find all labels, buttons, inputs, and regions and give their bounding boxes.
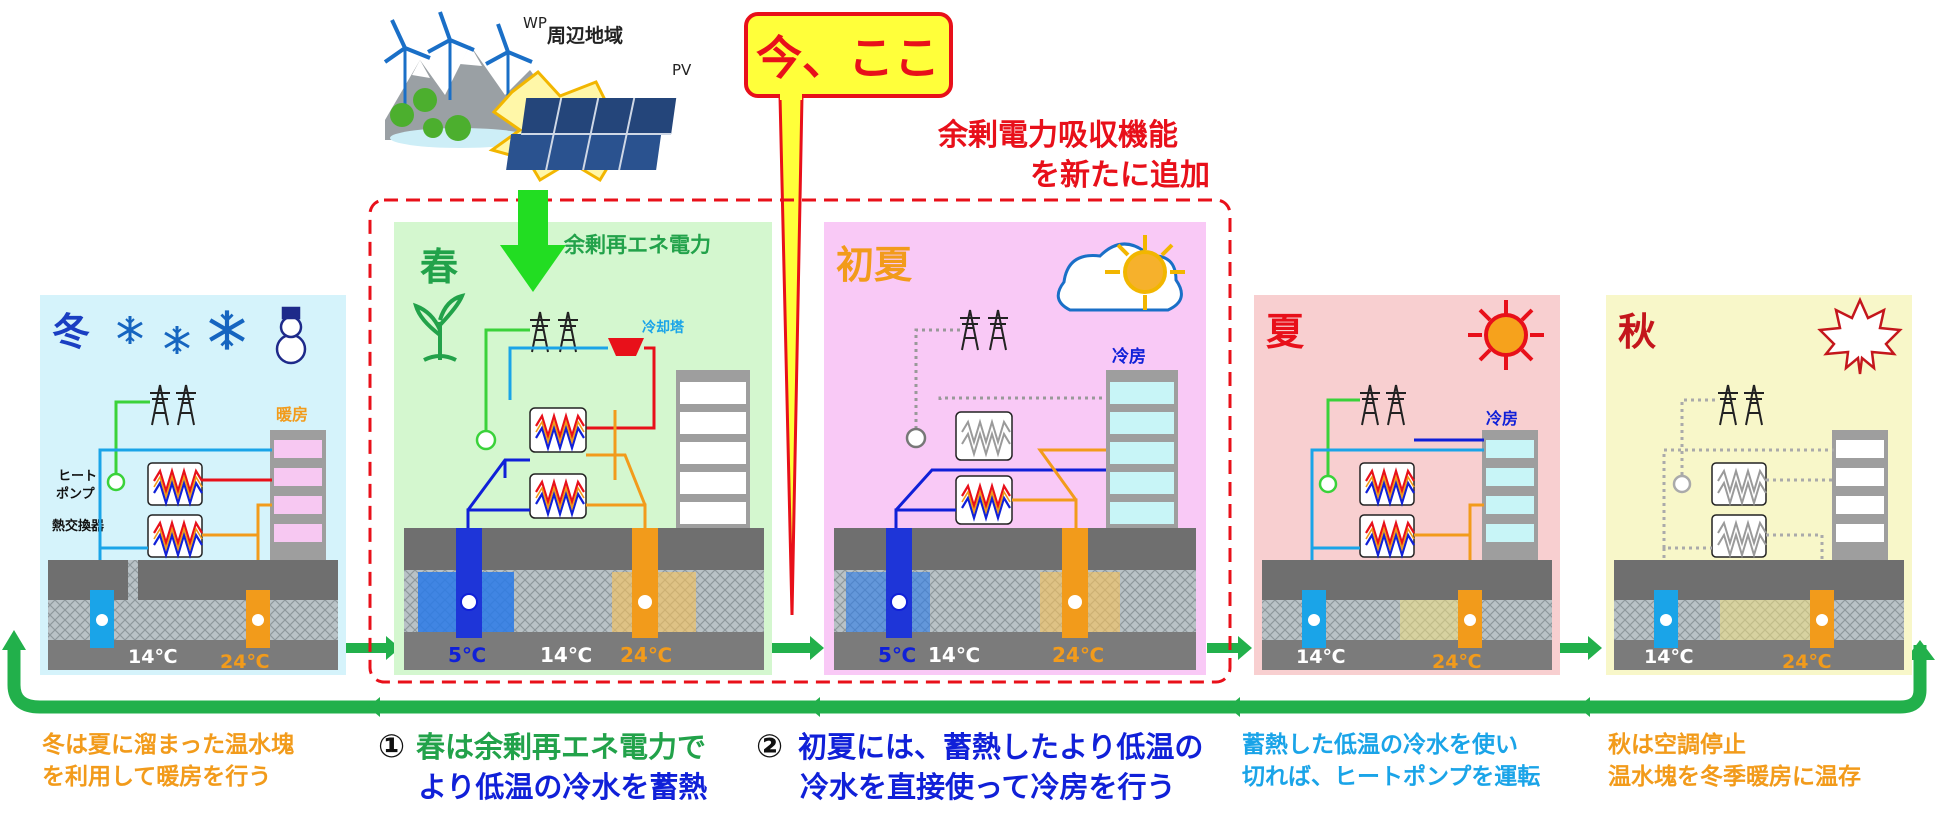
caption-autumn-1: 秋は空調停止 <box>1608 731 1746 758</box>
surplus-arrow <box>500 190 566 292</box>
pump-m-icon <box>106 472 126 492</box>
temp-cold-autumn: 14℃ <box>1644 646 1693 668</box>
temp-warm-winter: 24℃ <box>220 651 269 673</box>
temp-cold-spring: 14℃ <box>540 643 592 667</box>
caption-spring-1: 春は余剰再エネ電力で <box>416 730 706 764</box>
temp-warm-early-summer: 24℃ <box>1052 643 1104 667</box>
temp-warm-autumn: 24℃ <box>1782 651 1831 673</box>
sun-icon <box>1105 235 1185 310</box>
tree-icon <box>390 88 471 141</box>
new-feature-note: 余剰電力吸収機能 を新たに追加 <box>937 118 1210 193</box>
panel-title-summer: 夏 <box>1266 310 1305 354</box>
mode-label-early-summer: 冷房 <box>1112 346 1146 367</box>
pv-label: PV <box>672 61 692 79</box>
caption-summer-2: 切れば、ヒートポンプを運転 <box>1242 763 1540 790</box>
panel-title-winter: 冬 <box>52 310 90 354</box>
snowman-icon <box>275 306 307 365</box>
caption-spring-2: より低温の冷水を蓄熱 <box>418 770 707 804</box>
new-feature-line1: 余剰電力吸収機能 <box>937 118 1178 153</box>
building-summer <box>1482 430 1538 560</box>
panel-title-autumn: 秋 <box>1618 310 1656 354</box>
pump-m-icon <box>1318 474 1338 494</box>
forward-arrows <box>345 636 1602 660</box>
building-autumn <box>1832 430 1888 560</box>
panel-title-spring: 春 <box>420 245 458 289</box>
mode-label-winter: 暖房 <box>276 405 308 424</box>
solar-panel-icon <box>488 69 677 183</box>
heat-exchanger-label: 熱交換器 <box>52 518 105 534</box>
sun-icon <box>1468 300 1544 370</box>
temp-cold-winter: 14℃ <box>128 646 177 668</box>
mode-label-summer: 冷房 <box>1486 409 1518 428</box>
panel-winter: 冬 ヒート ポンプ 熱交換器 暖房 <box>40 295 346 675</box>
heat-pump-label-2: ポンプ <box>56 486 96 502</box>
wp-label: WP <box>523 14 547 32</box>
caption-winter-2: を利用して暖房を行う <box>42 763 271 790</box>
panel-autumn: 秋 14℃ 24℃ <box>1606 295 1912 675</box>
caption-summer-1: 蓄熱した低温の冷水を使い <box>1242 731 1518 758</box>
cooling-tower-label: 冷却塔 <box>642 319 685 336</box>
caption-early-summer-2: 冷水を直接使って冷房を行う <box>800 770 1176 804</box>
building-spring <box>676 370 750 530</box>
temp-cold-summer: 14℃ <box>1296 646 1345 668</box>
callout-label: 今、ここ <box>756 31 940 85</box>
panel-summer: 夏 冷房 <box>1254 295 1560 675</box>
pump-m-icon <box>475 429 497 451</box>
panel-title-early-summer: 初夏 <box>836 243 913 287</box>
cycle-loop <box>2 630 1935 717</box>
maple-leaf-icon <box>1817 296 1903 375</box>
sprout-icon <box>412 293 466 362</box>
new-feature-line2: を新たに追加 <box>1030 158 1210 193</box>
building-early-summer <box>1106 370 1178 530</box>
temp-coldest-spring: 5℃ <box>448 643 486 667</box>
new-feature-dashed-box <box>368 198 1232 684</box>
pump-m-icon <box>905 427 927 449</box>
caption-early-summer-number: ② <box>756 727 783 765</box>
cooling-tower-icon <box>608 338 644 356</box>
captions: 冬は夏に溜まった温水塊 を利用して暖房を行う ① 春は余剰再エネ電力で より低温… <box>42 727 1861 804</box>
renewable-source-illustration: WP 周辺地域 PV <box>383 11 692 183</box>
building-winter <box>270 430 326 560</box>
temp-warm-spring: 24℃ <box>620 643 672 667</box>
wind-turbine-icon <box>383 11 533 110</box>
heat-pump-label-1: ヒート <box>58 469 97 484</box>
temp-warm-summer: 24℃ <box>1432 651 1481 673</box>
caption-spring-number: ① <box>378 727 405 765</box>
area-label: 周辺地域 <box>547 24 623 47</box>
panel-spring: 春 余剰再エネ電力 冷却塔 <box>394 190 772 675</box>
loop-chevrons <box>368 697 1590 717</box>
temp-cold-early-summer: 14℃ <box>928 643 980 667</box>
surplus-label: 余剰再エネ電力 <box>563 233 711 257</box>
temp-coldest-early-summer: 5℃ <box>878 643 916 667</box>
pump-m-icon <box>1672 474 1692 494</box>
caption-early-summer-1: 初夏には、蓄熱したより低温の <box>798 730 1203 764</box>
current-position-callout: 今、ここ <box>744 12 953 616</box>
caption-autumn-2: 温水塊を冬季暖房に温存 <box>1608 763 1861 790</box>
caption-winter-1: 冬は夏に溜まった温水塊 <box>42 731 294 758</box>
panel-early-summer: 初夏 冷房 <box>824 222 1206 675</box>
